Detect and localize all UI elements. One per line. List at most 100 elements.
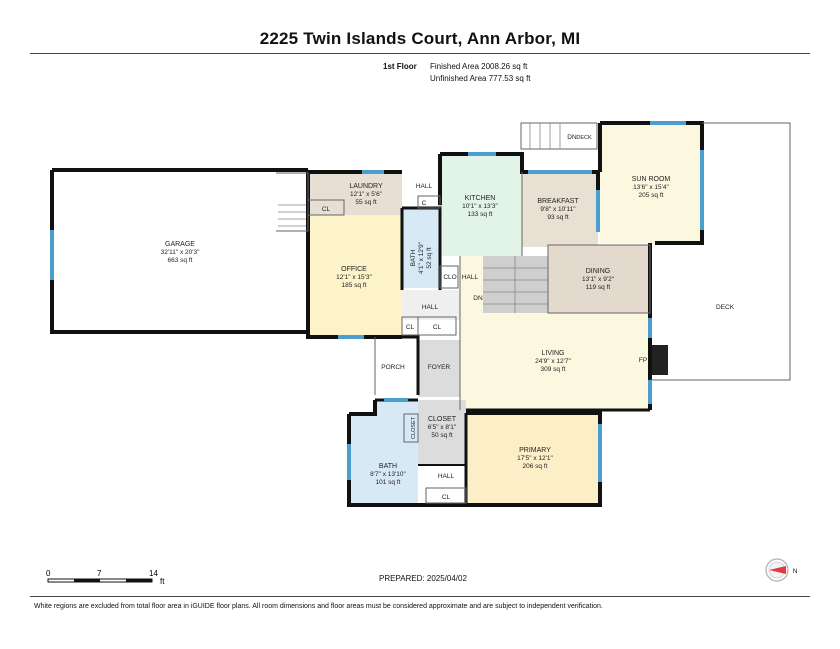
closet-name: CLOSET [428,416,457,423]
breakfast-name: BREAKFAST [537,198,579,205]
clo-label: CLO [443,274,456,281]
hall-cl-label-2: CL [433,324,442,331]
sunroom-name: SUN ROOM [632,176,671,183]
header-rule [30,53,810,54]
primary-area: 206 sq ft [523,463,548,470]
hall-label-mid: HALL [462,274,479,281]
dining-name: DINING [586,268,611,275]
breakfast-area: 93 sq ft [547,214,569,221]
room-labels: GARAGE 32'11" x 20'3" 663 sq ft LAUNDRY … [161,134,735,501]
primary-dims: 17'5" x 12'1" [517,455,553,462]
dining-dims: 13'1" x 9'2" [582,276,615,283]
footer-disclaimer: White regions are excluded from total fl… [34,603,603,610]
hall-c-box [417,195,441,209]
scale-bar-block-2 [126,579,152,582]
closet-fill [418,400,466,465]
laundry-name: LAUNDRY [349,183,383,190]
foyer-label: FOYER [428,364,451,371]
deck-steps [520,122,598,150]
foyer-fill [418,340,460,397]
laundry-dims: 12'1" x 5'6" [350,191,383,198]
footer-rule [30,596,810,597]
hall-label-lower: HALL [422,304,439,311]
deck-label: DECK [716,304,735,311]
bath-closet-label: CLOSET [411,416,417,439]
closet-area: 50 sq ft [431,432,453,439]
breakfast-dims: 9'8" x 10'11" [540,206,576,213]
hall-cl-label-1: CL [406,324,415,331]
plan-title: 2225 Twin Islands Court, Ann Arbor, MI [259,29,581,48]
fp-label: FP [639,357,647,364]
thin-lines [276,122,791,504]
fireplace [652,345,668,375]
scale-tick-0: 0 [46,569,51,578]
garage-name: GARAGE [165,241,195,248]
bath-large-dims: 8'7" x 13'10" [370,471,406,478]
hall-label-bottom: HALL [438,473,455,480]
laundry-fill [308,172,402,215]
hall-c-label: C [422,200,427,207]
primary-cl-box [425,487,467,504]
scale-tick-14: 14 [149,569,158,578]
deck-dn-deck-label: DECK [576,135,592,141]
floor-label: 1st Floor [383,62,417,71]
svg-text:CLOSET: CLOSET [411,416,417,439]
bath-large-name: BATH [379,463,397,470]
scale-bar: 0 7 14 ft [46,569,165,586]
hall-cl-box-2 [417,316,457,336]
dining-outline [547,244,651,314]
dining-fill [548,245,650,313]
room-fills [308,123,702,505]
primary-name: PRIMARY [519,447,551,454]
compass-north-label: N [793,569,797,575]
svg-text:52 sq ft: 52 sq ft [426,247,433,269]
sunroom-area: 205 sq ft [639,192,664,199]
kitchen-name: KITCHEN [465,195,496,202]
kitchen-dims: 10'1" x 13'3" [462,203,498,210]
svg-text:4'1" x 12'9": 4'1" x 12'9" [418,241,425,274]
clo-box [439,265,459,289]
scale-tick-7: 7 [97,569,102,578]
closet-dims: 6'5" x 8'1" [428,424,457,431]
bath-large-area: 101 sq ft [376,479,401,486]
garage-area: 663 sq ft [168,257,193,264]
prepared-date: PREPARED: 2025/04/02 [379,574,467,583]
garage-dims: 32'11" x 20'3" [161,249,200,256]
garage-steps-outline [276,172,309,232]
deck-outline [650,122,791,381]
primary-cl-label: CL [442,494,451,501]
foyer-left-wall [402,335,420,395]
sunroom-dims: 13'6" x 15'4" [633,184,669,191]
bath-large-fill [349,400,418,505]
stair-fill [483,256,548,313]
hall-fill [402,290,460,320]
dining-area: 119 sq ft [586,284,611,291]
living-name: LIVING [542,350,565,357]
sunroom-fill [600,123,702,243]
scale-bar-block-1 [74,579,100,582]
kitchen-fill [440,154,522,256]
svg-text:BATH: BATH [410,249,417,266]
scale-unit: ft [160,577,165,586]
laundry-area: 55 sq ft [355,199,377,206]
office-dims: 12'1" x 15'3" [336,274,372,281]
step-lines [278,123,561,313]
laundry-cl-label: CL [322,206,331,213]
office-fill [308,215,402,335]
bath-small-fill [402,208,439,288]
porch-label: PORCH [381,364,405,371]
compass-icon: N [765,558,797,582]
finished-area: Finished Area 2008.26 sq ft [430,62,528,71]
bath-small-label: BATH 4'1" x 12'9" 52 sq ft [410,241,433,274]
unfinished-area: Unfinished Area 777.53 sq ft [430,74,531,83]
windows [50,121,704,482]
office-area: 185 sq ft [342,282,367,289]
garage-wall [50,168,308,334]
office-name: OFFICE [341,266,367,273]
hall-label-top: HALL [416,183,433,190]
dn-label: DN [473,295,483,302]
living-dims: 24'9" x 12'7" [535,358,571,365]
deck-dn-label: DN [567,134,577,141]
breakfast-fill [522,172,598,247]
